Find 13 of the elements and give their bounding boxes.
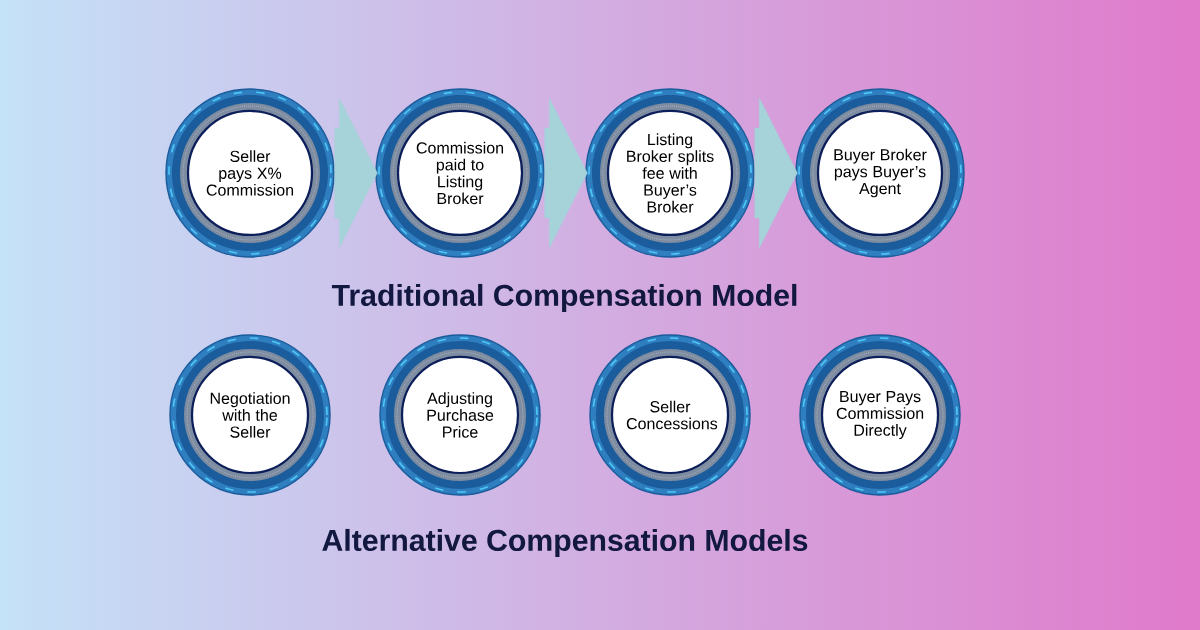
section-title: Traditional Compensation Model [331, 283, 797, 313]
circle-step: Adjusting Purchase Price [379, 334, 541, 496]
circle-step: Seller pays X% Commission [165, 88, 335, 258]
arrow [754, 97, 798, 249]
circle-step: Negotiation with the Seller [169, 334, 331, 496]
section-title: Alternative Compensation Models [322, 528, 808, 558]
arrow [544, 97, 588, 249]
circle-step: Commission paid to Listing Broker [375, 88, 545, 258]
circle-step: Buyer Broker pays Buyer’s Agent [795, 88, 965, 258]
circle-step: Listing Broker splits fee with Buyer’s Broker [585, 88, 755, 258]
circle-step: Buyer Pays Commission Directly [799, 334, 961, 496]
circle-step: Seller Concessions [589, 334, 751, 496]
arrow [334, 97, 378, 249]
